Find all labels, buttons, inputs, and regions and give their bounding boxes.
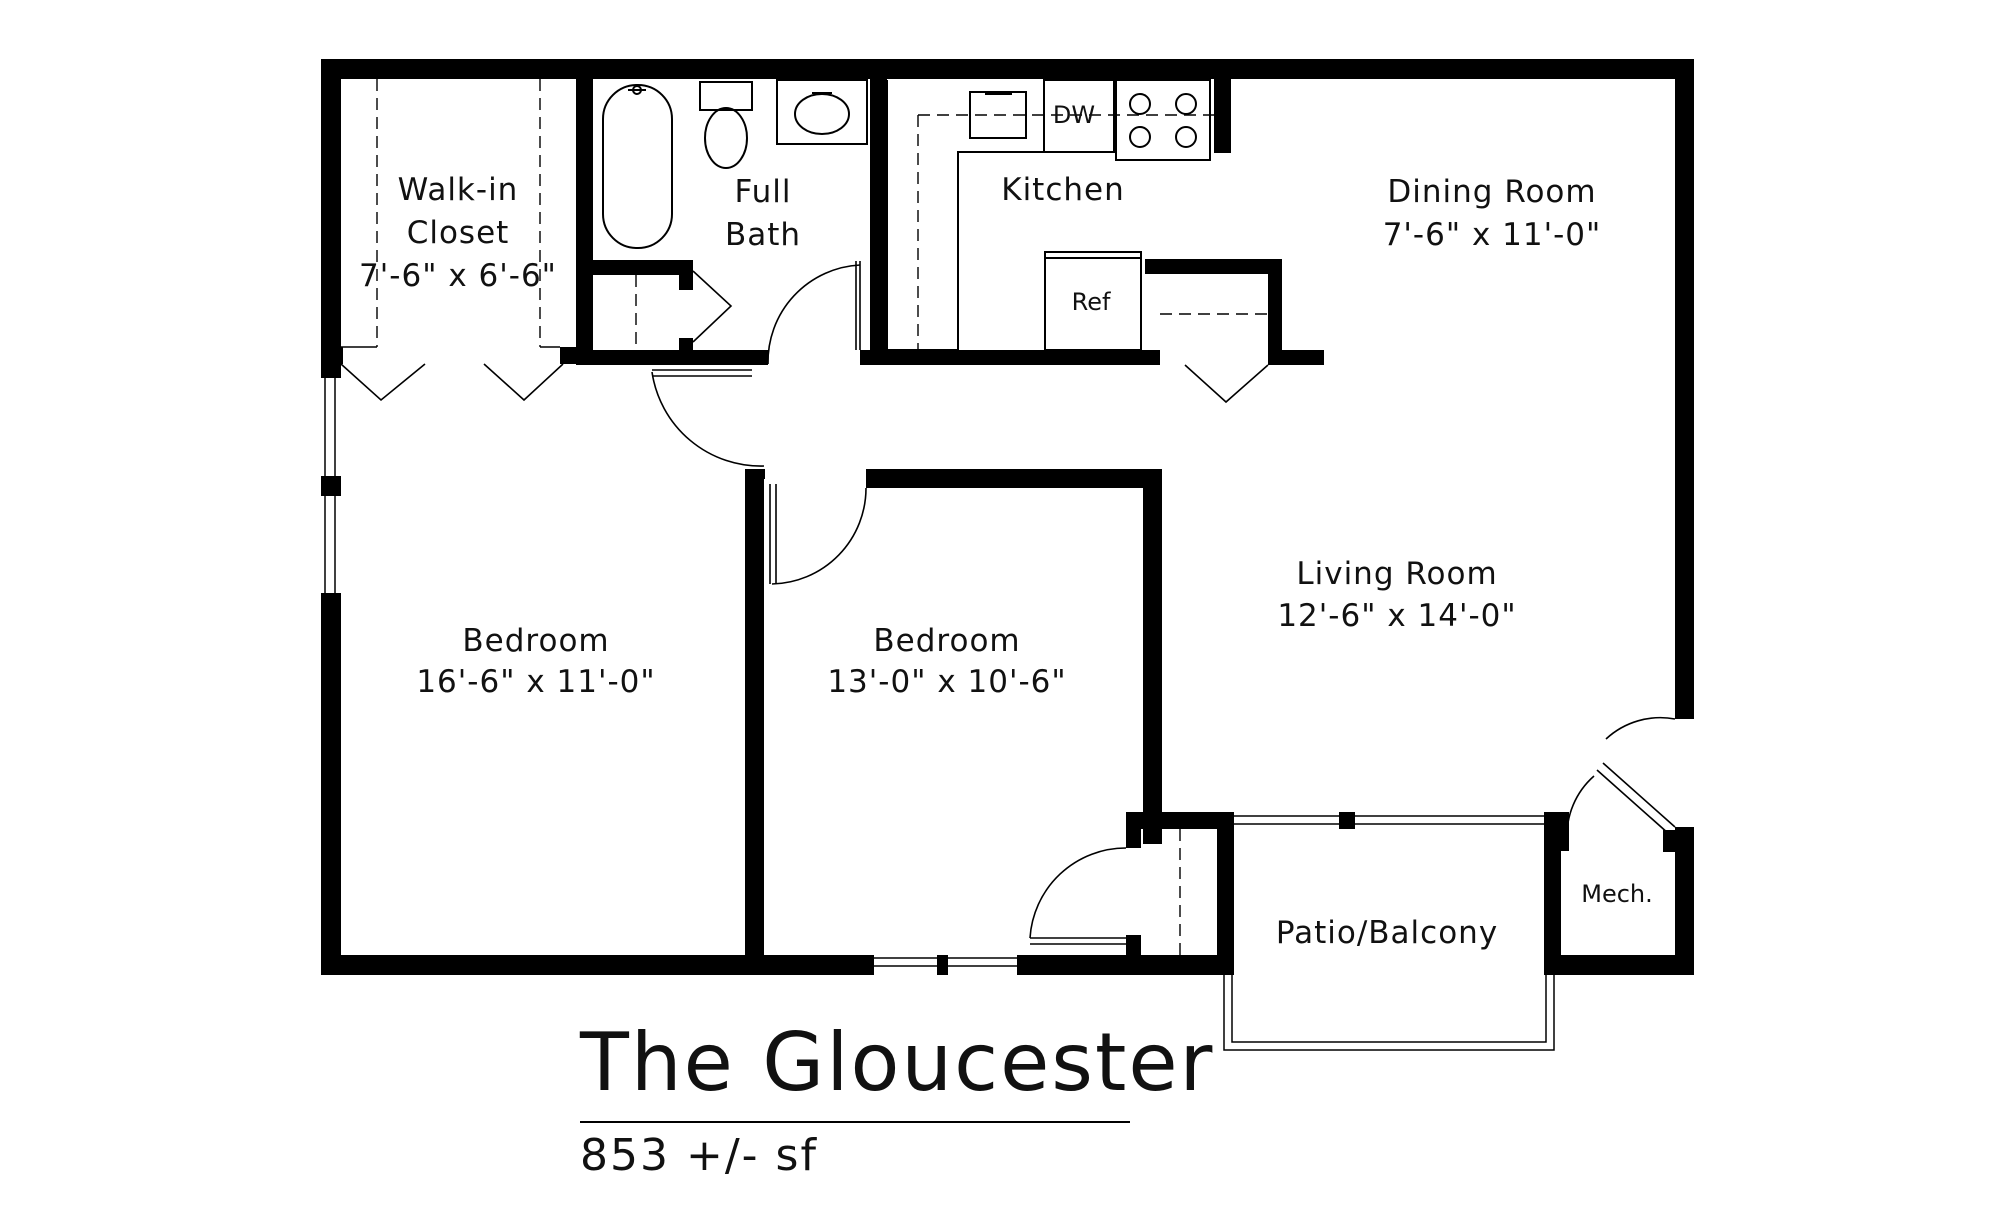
wall-left-lower [321,600,341,975]
burner-icon-3 [1129,126,1151,148]
door-closet-bifold-b [483,363,564,402]
window-bottom-mullion [937,955,948,975]
plan-title: The Gloucester [579,1016,1214,1109]
door-storage-arc [1029,847,1127,939]
door-entry-arc [1605,716,1676,740]
full-bath-label-2: Bath [725,217,801,253]
wall-bath-bottom [576,350,768,365]
bedroom-2-label: Bedroom [873,623,1020,659]
walkin-closet-label-2: Closet [407,215,510,251]
patio-balcony-label: Patio/Balcony [1276,915,1498,951]
wall-storage-stub [1126,935,1141,975]
door-pantry-bifold [1184,364,1269,404]
bedroom-1-dims: 16'-6" x 11'-0" [416,664,655,700]
walkin-closet-dims: 7'-6" x 6'-6" [359,258,557,294]
wall-linen-top [593,260,693,275]
full-bath-label-1: Full [734,174,791,210]
wall-top [321,59,1694,79]
door-linen-arc [692,270,733,343]
mech-label: Mech. [1581,880,1653,908]
burner-icon-2 [1175,93,1197,115]
kitchen-sink-icon [969,91,1027,139]
wall-mech-right-stub [1663,830,1675,852]
slider-mullion [1339,812,1355,829]
door-mech-arc [1566,775,1595,841]
wall-closet-bottom-left [321,347,343,364]
wall-mech-top [1544,812,1569,829]
door-closet-bifold-a [340,363,426,402]
door-entry-leaf [1596,769,1670,835]
bedroom-2-dims: 13'-0" x 10'-6" [827,664,1066,700]
plan-area: 853 +/- sf [580,1130,818,1181]
wall-linen-stub [679,338,693,358]
wall-bedroom-divider [745,469,764,975]
interior-walls [321,59,1675,975]
wall-bedroom2-top [866,469,1162,488]
door-bath-arc [767,264,861,365]
balcony-rail [1223,975,1555,1051]
wall-bedroom2-right [1143,469,1162,844]
wall-kitchen-bottom [860,350,1160,365]
wall-mech-stub [1561,829,1569,851]
kitchen-fixtures [886,79,1211,351]
door-entry-leaf-b [1602,762,1676,828]
kitchen-label: Kitchen [1001,172,1125,208]
sink-icon [794,93,850,135]
doors [340,261,1676,945]
wall-bedroom-divider-cap [745,469,765,479]
bathtub [602,84,673,249]
wall-patio-left [1217,812,1234,975]
wall-linen-side [679,260,693,290]
walkin-closet-label-1: Walk-in [398,172,519,208]
toilet-bowl-icon [704,107,748,169]
window-left-jamb-bottom [321,593,341,601]
door-hall-arc [651,371,765,467]
vanity [776,79,868,145]
window-left-jamb-top [321,370,341,378]
door-bedroom2-arc [771,487,867,585]
toilet-tank [699,81,753,111]
dashed-lines [376,79,1268,955]
wall-pantry-right [1268,259,1282,365]
wall-stove-right [1214,79,1231,153]
wall-patio-right [1544,812,1561,975]
window-mullions [321,370,1355,975]
living-room-label: Living Room [1296,556,1497,592]
wall-bath-right [870,59,887,364]
room-labels: Walk-in Closet 7'-6" x 6'-6" Full Bath K… [359,101,1653,951]
bath-fixtures [602,79,868,249]
wall-closet-right [576,59,593,364]
burner-icon-4 [1175,126,1197,148]
wall-right-lower [1675,827,1694,975]
living-room-dims: 12'-6" x 14'-0" [1277,598,1516,634]
wall-pantry-top [1145,259,1282,274]
windows [324,377,1555,1051]
wall-left-upper [321,59,341,377]
counter-outline [886,80,1045,351]
refrigerator [1044,251,1142,351]
refrigerator-label: Ref [1072,288,1111,316]
wall-storage-top [1126,812,1234,829]
title-block: The Gloucester 853 +/- sf [579,1016,1214,1181]
wall-storage-left [1126,812,1141,848]
stove [1115,79,1211,161]
dining-room-dims: 7'-6" x 11'-0" [1383,217,1602,253]
burner-icon-1 [1129,93,1151,115]
wall-pantry-stub [1268,350,1324,365]
balcony-rail-inner [1231,975,1547,1043]
wall-right-upper [1675,59,1694,719]
window-left-mullion [321,476,341,496]
wall-bottom-left [321,955,874,975]
bedroom-1-label: Bedroom [462,623,609,659]
dining-room-label: Dining Room [1387,174,1596,210]
exterior-walls [321,59,1694,975]
wall-bottom-mid [1017,955,1232,975]
wall-bottom-right [1561,955,1694,975]
dishwasher [1043,79,1115,153]
dishwasher-label: DW [1053,101,1095,129]
